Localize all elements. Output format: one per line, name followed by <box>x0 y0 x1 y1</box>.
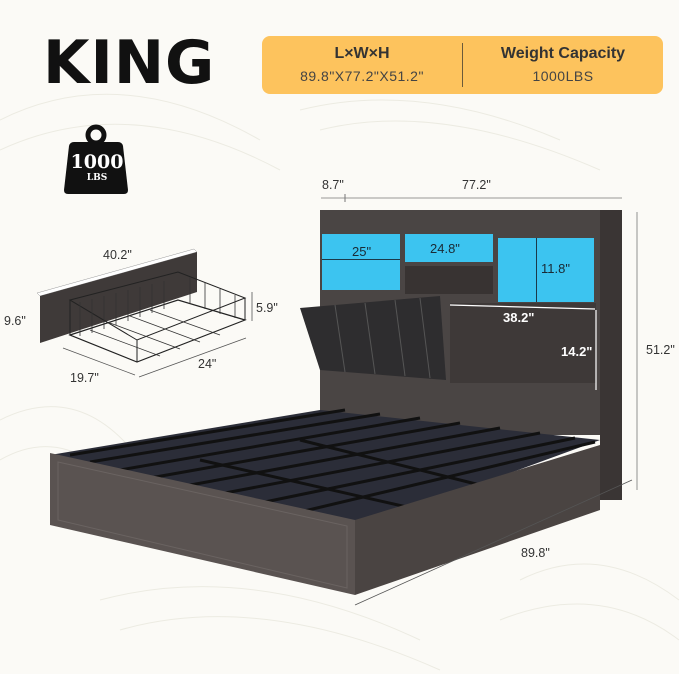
middle-shelf-label: 24.8" <box>430 241 460 256</box>
lower-shelf-height-label: 14.2" <box>561 344 593 359</box>
spec-box: L×W×H 89.8"X77.2"X51.2" Weight Capacity … <box>262 36 663 94</box>
bed-length-label: 89.8" <box>521 546 550 560</box>
weight-badge-unit: LBS <box>86 173 108 183</box>
bed-frame-illustration <box>50 408 633 606</box>
capacity-value: 1000LBS <box>532 68 594 84</box>
drawer-width-label: 40.2" <box>103 248 132 262</box>
dimensions-spec: L×W×H 89.8"X77.2"X51.2" <box>262 44 462 86</box>
left-shelf-label: 25" <box>352 244 372 259</box>
dimensions-label: L×W×H <box>334 45 390 62</box>
right-shelf-label: 11.8" <box>541 261 570 276</box>
headboard-depth-label: 8.7" <box>322 178 344 192</box>
capacity-label: Weight Capacity <box>500 45 626 62</box>
drawer-illustration <box>36 248 253 378</box>
drawer-depth-label: 24" <box>198 357 217 371</box>
headboard-illustration <box>300 194 638 500</box>
headboard-height-label: 51.2" <box>646 343 675 357</box>
drawer-front-height-label: 9.6" <box>4 314 26 328</box>
capacity-spec: Weight Capacity 1000LBS <box>463 44 663 86</box>
drawer-basket-width-label: 19.7" <box>70 371 99 385</box>
drawer-basket-height-label: 5.9" <box>256 301 278 315</box>
dimensions-value: 89.8"X77.2"X51.2" <box>300 68 424 84</box>
size-title: KING <box>43 28 216 98</box>
spec-divider <box>462 43 463 87</box>
weight-badge-value: 1000 <box>70 151 124 173</box>
weight-icon <box>64 124 128 194</box>
headboard-width-label: 77.2" <box>462 178 491 192</box>
lower-shelf-width-label: 38.2" <box>503 310 535 325</box>
